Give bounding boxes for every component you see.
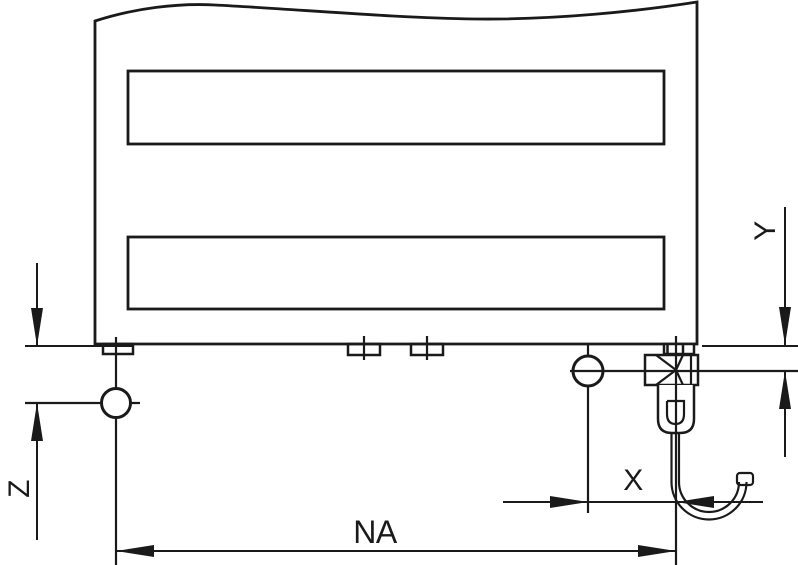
panel-slot-top bbox=[126, 69, 666, 146]
x-arrow-left bbox=[676, 496, 714, 508]
center-tab-right bbox=[409, 336, 445, 360]
dimension-x-label: X bbox=[623, 464, 643, 497]
na-arrow-left bbox=[116, 545, 154, 557]
z-arrow-down bbox=[31, 308, 43, 346]
left-foot bbox=[101, 342, 135, 356]
y-arrow-down bbox=[779, 307, 791, 345]
na-arrow-right bbox=[638, 545, 676, 557]
dimension-z: Z bbox=[3, 263, 133, 540]
y-arrow-up bbox=[779, 371, 791, 409]
panel-slot-bottom bbox=[126, 235, 666, 311]
dimension-y-label: Y bbox=[749, 221, 782, 241]
right-connection-point bbox=[571, 344, 605, 513]
dimension-na: NA bbox=[116, 514, 676, 557]
left-connection-point bbox=[25, 337, 140, 565]
x-arrow-right bbox=[550, 496, 588, 508]
valve-assembly bbox=[643, 344, 700, 435]
dimension-na-label: NA bbox=[353, 514, 398, 550]
dimension-y: Y bbox=[702, 207, 798, 457]
center-tab-left bbox=[346, 336, 382, 360]
z-arrow-up bbox=[31, 403, 43, 441]
dimension-x: X bbox=[503, 464, 763, 508]
pipe-end-cap bbox=[735, 471, 755, 487]
dimension-z-label: Z bbox=[3, 480, 36, 498]
left-connection-circle bbox=[100, 387, 132, 419]
